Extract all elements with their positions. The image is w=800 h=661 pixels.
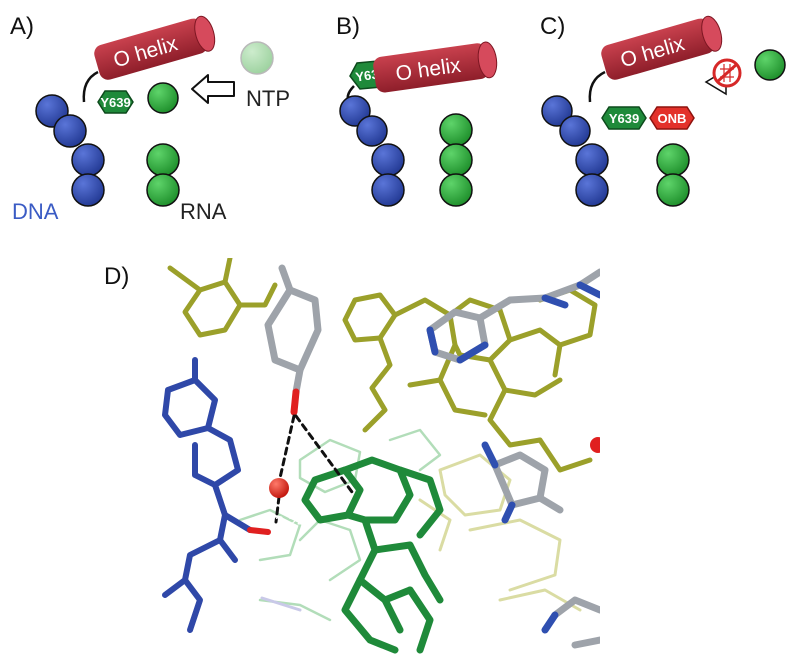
oxygen-atom-right: [590, 437, 600, 453]
grey-molecule-top: [426, 268, 600, 364]
y639-residue-label: Y639: [246, 362, 281, 379]
ntp-faded-circle: [240, 41, 274, 75]
faint-lavender-stick: [260, 596, 302, 612]
panel-b: B) Y63 O helix: [336, 13, 498, 207]
ntp-label: NTP: [246, 86, 290, 111]
o-helix-cylinder-b: O helix: [373, 41, 498, 93]
panel-c: C) O helix Y639 ONB: [540, 13, 786, 207]
panel-a: A) O helix Y639 NTP DNA RNA: [10, 13, 290, 224]
y639-label-b: Y63: [354, 66, 379, 84]
y639-residue-sticks: [264, 264, 322, 416]
panel-d-label: D): [104, 263, 129, 290]
dna-strand-b: [339, 95, 405, 207]
y639-hexagon: [97, 90, 134, 114]
onb-label: ONB: [658, 111, 687, 126]
y639-label-c: Y639: [609, 111, 639, 126]
panel-d: D): [104, 258, 600, 658]
helix-linker: [82, 70, 99, 103]
structure-view: [153, 258, 600, 658]
distance-label-2: 3.68: [317, 423, 348, 440]
dna-strand-c: [541, 95, 609, 207]
rna-strand: [146, 82, 180, 207]
rna-nucleotide-sticks: [301, 456, 444, 654]
rna-strand-c: [656, 143, 690, 207]
o-helix-cylinder: O helix: [94, 15, 216, 80]
y639-hexagon-c: [601, 106, 647, 130]
dna-oxygen: [247, 527, 271, 535]
dna-nucleotide-sticks: [162, 357, 253, 633]
background-olive-thin: [418, 453, 582, 612]
grey-molecule-lower: [481, 441, 600, 649]
y639-label: Y639: [100, 95, 130, 110]
mg-label: Mg2+: [225, 476, 259, 496]
interaction-lines: [274, 414, 354, 524]
o-helix-cylinder-c: O helix: [601, 15, 723, 80]
dna-strand: [35, 94, 105, 207]
background-sticks: [238, 428, 442, 622]
panel-c-label: C): [540, 13, 565, 40]
panel-b-label: B): [336, 13, 360, 40]
mg-charge: 2+: [247, 476, 259, 487]
mg-symbol: Mg: [225, 479, 247, 496]
onb-hexagon: [649, 106, 695, 130]
dna-label: DNA: [12, 199, 59, 224]
free-nucleotide: [754, 49, 786, 81]
distance-label-1: 2.36: [243, 432, 274, 449]
helix-linker-c: [588, 70, 606, 103]
distance-label-3: 2.24: [275, 514, 306, 531]
blocked-nucleotide-icon: [704, 58, 742, 96]
hollow-arrow-icon: [191, 74, 235, 104]
mg-ion: [269, 478, 289, 498]
rna-label: RNA: [180, 199, 227, 224]
rna-strand-b: [439, 113, 473, 207]
panel-a-label: A): [10, 13, 34, 40]
